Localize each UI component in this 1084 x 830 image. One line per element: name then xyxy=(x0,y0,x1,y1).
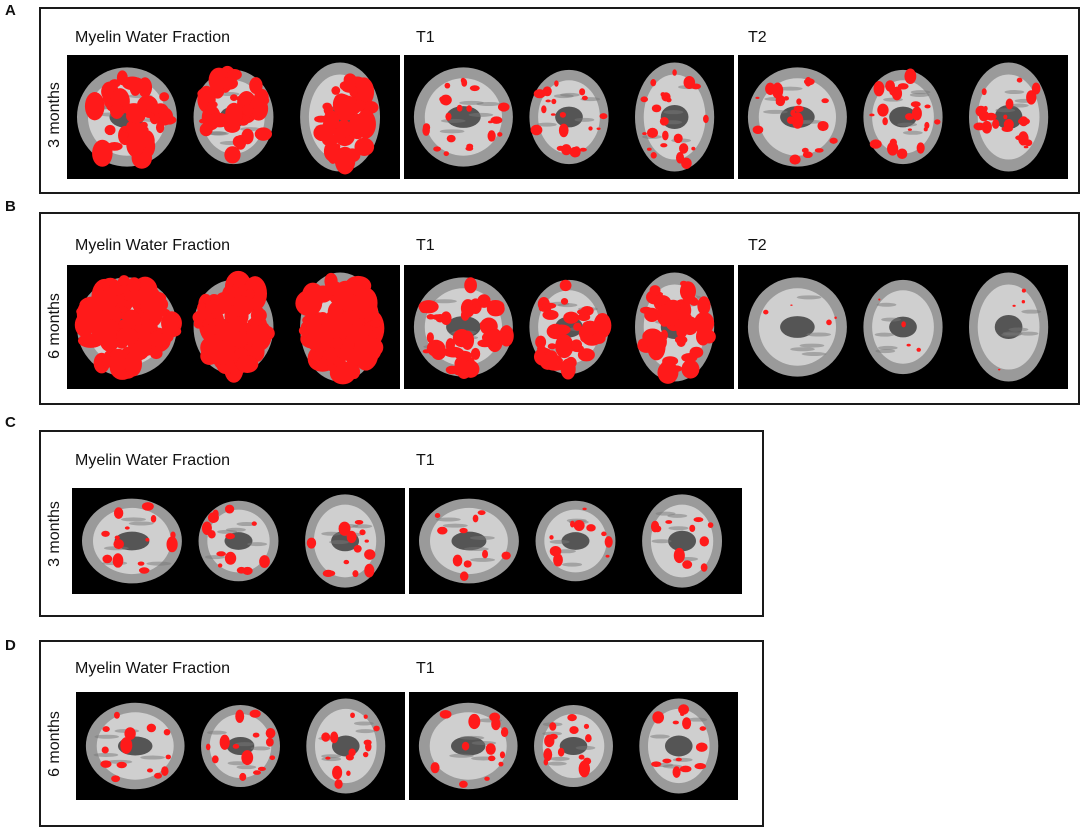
axial-slice xyxy=(639,698,719,794)
panel-a-t1-images-svg xyxy=(413,62,715,172)
coronal-slice xyxy=(198,500,279,582)
coronal-slice xyxy=(193,65,274,165)
axial-slice xyxy=(295,272,385,385)
panel-c-title-mwf: Myelin Water Fraction xyxy=(75,452,230,469)
axial-slice xyxy=(305,494,386,588)
panel-c-mwf-images xyxy=(72,488,405,594)
panel-a-mwf-images xyxy=(67,55,400,179)
panel-a-age-label: 3 months xyxy=(46,82,63,148)
axial-slice xyxy=(306,698,386,794)
panel-c-age-label: 3 months xyxy=(46,501,63,567)
coronal-slice xyxy=(201,704,280,788)
coronal-slice xyxy=(529,279,612,380)
panel-b-title-t1: T1 xyxy=(416,237,435,254)
panel-d-mwf-images-svg xyxy=(85,698,386,794)
panel-b-age-label: 6 months xyxy=(46,293,63,359)
sagittal-slice xyxy=(74,275,182,380)
sagittal-slice xyxy=(747,277,847,377)
axial-slice xyxy=(969,272,1049,382)
panel-b-mwf-images-svg xyxy=(74,270,385,385)
panel-d-title-mwf: Myelin Water Fraction xyxy=(75,660,230,677)
panel-letter-c: C xyxy=(5,414,16,431)
panel-letter-d: D xyxy=(5,637,16,654)
axial-slice xyxy=(300,62,381,175)
panel-d-mwf-images xyxy=(76,692,405,800)
panel-b-t1-images-svg xyxy=(413,272,716,384)
panel-b-t2-images-svg xyxy=(747,272,1049,382)
coronal-slice xyxy=(534,704,613,788)
axial-slice xyxy=(642,494,723,588)
panel-a-title-mwf: Myelin Water Fraction xyxy=(75,29,230,46)
axial-slice xyxy=(969,62,1049,172)
axial-slice xyxy=(635,62,715,172)
panel-c-mwf-images-svg xyxy=(81,494,386,588)
sagittal-slice xyxy=(418,702,518,790)
panel-letter-b: B xyxy=(5,198,16,215)
coronal-slice xyxy=(529,69,609,165)
panel-d-t1-images xyxy=(409,692,738,800)
panel-b-t1-images xyxy=(404,265,734,389)
panel-d-age-label: 6 months xyxy=(46,711,63,777)
sagittal-slice xyxy=(418,498,519,584)
panel-a-t2-images xyxy=(738,55,1068,179)
coronal-slice xyxy=(863,68,943,165)
sagittal-slice xyxy=(85,702,185,790)
coronal-slice xyxy=(535,500,616,582)
panel-c-t1-images xyxy=(409,488,742,594)
panel-a-title-t2: T2 xyxy=(748,29,767,46)
panel-b-title-mwf: Myelin Water Fraction xyxy=(75,237,230,254)
panel-a-mwf-images-svg xyxy=(76,62,381,175)
panel-b-title-t2: T2 xyxy=(748,237,767,254)
sagittal-slice xyxy=(76,67,177,169)
panel-d-title-t1: T1 xyxy=(416,660,435,677)
panel-b-mwf-images xyxy=(67,265,400,389)
sagittal-slice xyxy=(747,67,847,167)
sagittal-slice xyxy=(81,498,182,584)
axial-slice xyxy=(635,272,716,384)
panel-a-t2-images-svg xyxy=(747,62,1049,172)
coronal-slice xyxy=(192,270,275,383)
coronal-slice xyxy=(863,279,943,375)
panel-a-title-t1: T1 xyxy=(416,29,435,46)
panel-a-t1-images xyxy=(404,55,734,179)
sagittal-slice xyxy=(413,277,514,379)
sagittal-slice xyxy=(413,67,513,167)
panel-c-title-t1: T1 xyxy=(416,452,435,469)
panel-letter-a: A xyxy=(5,2,16,19)
panel-c-t1-images-svg xyxy=(418,494,723,588)
panel-d-t1-images-svg xyxy=(418,698,719,794)
panel-b-t2-images xyxy=(738,265,1068,389)
